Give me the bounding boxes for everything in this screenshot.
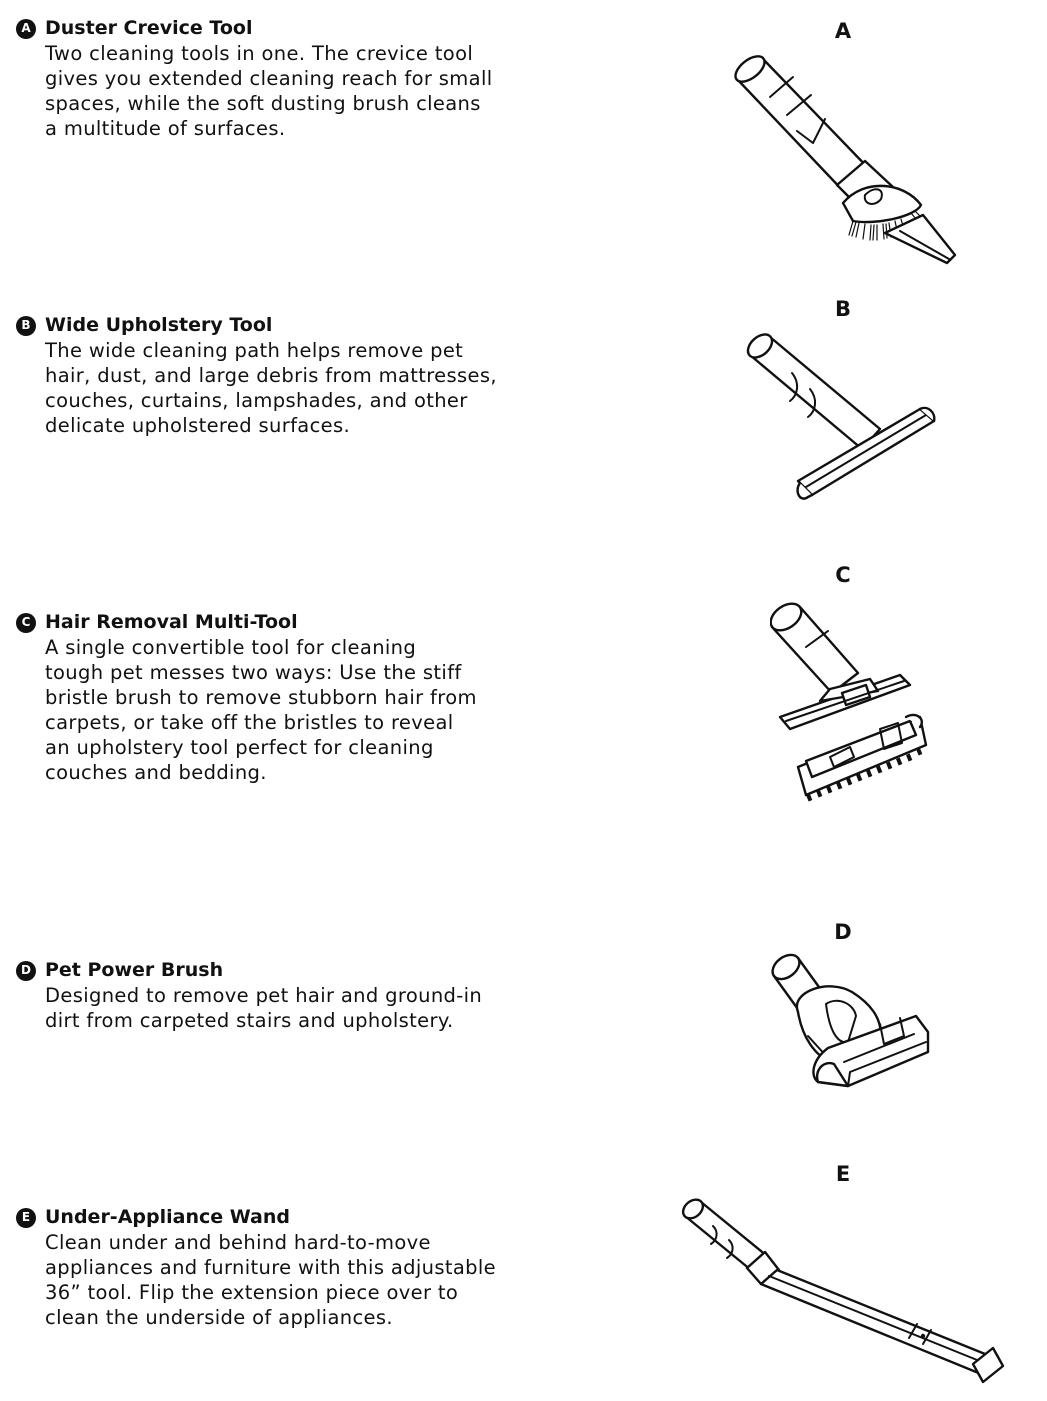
tool-entry-hair-removal: C Hair Removal Multi-Tool A single conve… bbox=[16, 610, 556, 785]
badge-b: B bbox=[16, 315, 36, 336]
description-line: hair, dust, and large debris from mattre… bbox=[45, 364, 497, 387]
figure-label-b: B bbox=[834, 297, 851, 321]
description-line: Designed to remove pet hair and ground-i… bbox=[45, 984, 483, 1007]
description-line: delicate upholstered surfaces. bbox=[45, 414, 351, 437]
hair-removal-multi-tool-illustration bbox=[770, 602, 928, 802]
description-line: couches and bedding. bbox=[45, 761, 267, 784]
description-line: The wide cleaning path helps remove pet bbox=[45, 339, 464, 362]
under-appliance-wand-illustration bbox=[681, 1198, 1005, 1384]
description-line: spaces, while the soft dusting brush cle… bbox=[45, 92, 481, 115]
figure-label-a: A bbox=[834, 19, 852, 43]
description-line: dirt from carpeted stairs and upholstery… bbox=[45, 1009, 454, 1032]
badge-c: C bbox=[16, 612, 36, 633]
description-line: appliances and furniture with this adjus… bbox=[45, 1256, 497, 1279]
tool-entry-wide-upholstery: B Wide Upholstery Tool The wide cleaning… bbox=[16, 313, 556, 438]
tool-name: Hair Removal Multi-Tool bbox=[45, 611, 298, 633]
tool-title: A Duster Crevice Tool bbox=[16, 16, 556, 41]
description-line: bristle brush to remove stubborn hair fr… bbox=[45, 686, 477, 709]
description-line: clean the underside of appliances. bbox=[45, 1306, 393, 1329]
description-line: tough pet messes two ways: Use the stiff bbox=[45, 661, 462, 684]
description-line: Clean under and behind hard-to-move bbox=[45, 1231, 431, 1254]
duster-crevice-tool-illustration bbox=[734, 55, 957, 265]
description-line: gives you extended cleaning reach for sm… bbox=[45, 67, 493, 90]
pet-power-brush-illustration bbox=[771, 953, 930, 1088]
figure-label-e: E bbox=[835, 1162, 851, 1186]
description-line: a multitude of surfaces. bbox=[45, 117, 286, 140]
description-line: carpets, or take off the bristles to rev… bbox=[45, 711, 454, 734]
tool-name: Wide Upholstery Tool bbox=[45, 314, 273, 336]
tool-name: Pet Power Brush bbox=[45, 959, 224, 981]
description-line: Two cleaning tools in one. The crevice t… bbox=[45, 42, 474, 65]
figure-label-d: D bbox=[834, 920, 852, 944]
tool-description: The wide cleaning path helps remove pet … bbox=[45, 338, 556, 438]
tool-name: Duster Crevice Tool bbox=[45, 17, 253, 39]
tool-entry-duster-crevice: A Duster Crevice Tool Two cleaning tools… bbox=[16, 16, 556, 141]
description-line: 36” tool. Flip the extension piece over … bbox=[45, 1281, 459, 1304]
tool-title: C Hair Removal Multi-Tool bbox=[16, 610, 556, 635]
tool-description: Clean under and behind hard-to-move appl… bbox=[45, 1230, 556, 1330]
wide-upholstery-tool-illustration bbox=[746, 333, 936, 500]
tool-title: E Under-Appliance Wand bbox=[16, 1205, 556, 1230]
tool-title: B Wide Upholstery Tool bbox=[16, 313, 556, 338]
tool-entry-pet-power-brush: D Pet Power Brush Designed to remove pet… bbox=[16, 958, 556, 1033]
tool-name: Under-Appliance Wand bbox=[45, 1206, 290, 1228]
tool-description: A single convertible tool for cleaning t… bbox=[45, 635, 556, 785]
badge-e: E bbox=[16, 1207, 36, 1228]
figure-label-c: C bbox=[835, 563, 851, 587]
description-line: an upholstery tool perfect for cleaning bbox=[45, 736, 434, 759]
description-line: couches, curtains, lampshades, and other bbox=[45, 389, 468, 412]
tool-entry-under-appliance-wand: E Under-Appliance Wand Clean under and b… bbox=[16, 1205, 556, 1330]
tool-description: Two cleaning tools in one. The crevice t… bbox=[45, 41, 556, 141]
tool-description: Designed to remove pet hair and ground-i… bbox=[45, 983, 556, 1033]
badge-d: D bbox=[16, 960, 36, 981]
tool-title: D Pet Power Brush bbox=[16, 958, 556, 983]
badge-a: A bbox=[16, 18, 36, 39]
description-line: A single convertible tool for cleaning bbox=[45, 636, 417, 659]
